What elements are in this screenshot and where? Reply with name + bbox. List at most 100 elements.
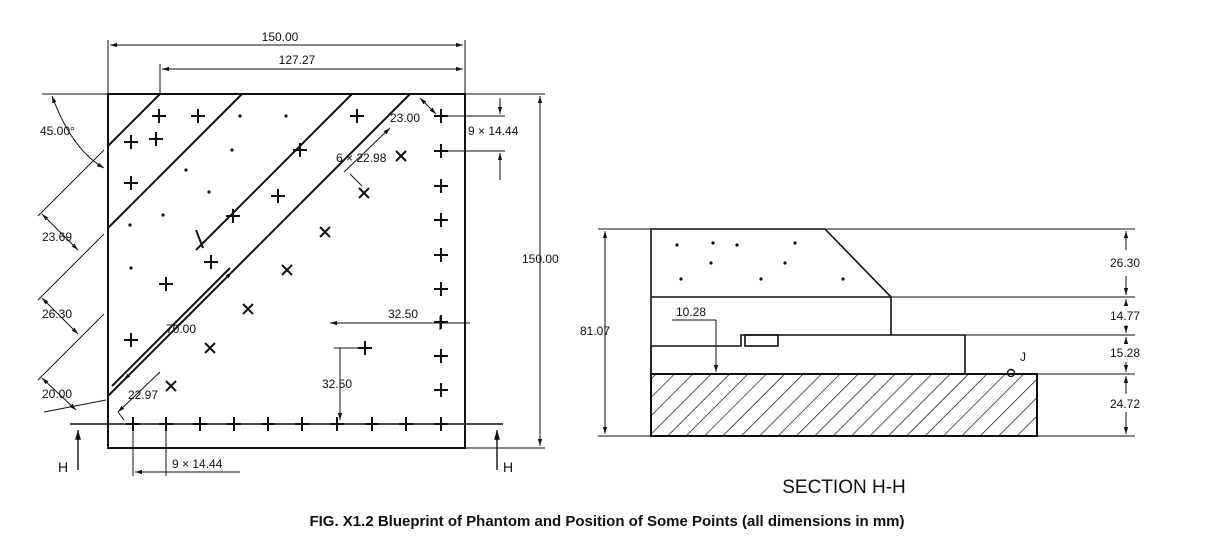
plus-marker	[191, 109, 205, 123]
plus-marker	[152, 109, 166, 123]
dot-marker	[675, 243, 679, 247]
plus-marker	[124, 333, 138, 347]
plus-marker	[124, 135, 138, 149]
dim-total-height: 81.07	[580, 228, 651, 437]
plus-marker	[261, 417, 275, 431]
dot-marker	[207, 190, 211, 194]
dim-label-angle: 45.00°	[40, 124, 75, 138]
dim-inset: 32.50 32.50	[322, 307, 470, 420]
section-title: SECTION H-H	[782, 477, 906, 498]
base-block	[650, 373, 1038, 437]
section-dot-markers	[675, 241, 845, 281]
plus-marker	[434, 383, 448, 397]
dot-marker	[184, 168, 188, 172]
dot-marker	[735, 243, 739, 247]
point-j-label: J	[1020, 350, 1026, 364]
plan-view: 150.00 127.27 150.00 9 × 14.44 45.00°	[37, 30, 559, 476]
cross-marker	[165, 380, 177, 392]
plus-marker	[434, 144, 448, 158]
dim-label-diagonal-offset: 127.27	[279, 53, 316, 67]
plus-marker	[159, 417, 173, 431]
plus-marker	[434, 248, 448, 262]
dot-marker	[129, 266, 133, 270]
dim-right-column-pitch: 9 × 14.44	[445, 98, 519, 180]
plus-marker	[293, 143, 307, 157]
plus-marker	[434, 349, 448, 363]
cross-marker	[281, 264, 293, 276]
dim-diag-spacing: 23.00 6 × 22.98	[336, 97, 437, 187]
dot-marker	[759, 277, 763, 281]
section-cut: H H	[58, 423, 513, 475]
dot-marker	[161, 213, 165, 217]
dot-marker	[793, 241, 797, 245]
plus-marker	[434, 179, 448, 193]
plus-marker	[434, 109, 448, 123]
cross-marker	[319, 226, 331, 238]
plus-marker	[434, 417, 448, 431]
plus-marker	[434, 282, 448, 296]
plus-marker	[295, 417, 309, 431]
dim-label-base: 24.72	[1110, 397, 1140, 411]
dim-label-inset-y: 32.50	[322, 377, 352, 391]
cross-marker	[395, 150, 407, 162]
section-marker-right: H	[503, 459, 513, 475]
dim-label-diag-spacing: 23.00	[390, 111, 420, 125]
dim-label-step-1: 26.30	[1110, 256, 1140, 270]
plus-marker	[193, 417, 207, 431]
dim-label-bottom-row-pitch: 9 × 14.44	[172, 457, 223, 471]
plus-marker	[159, 277, 173, 291]
dim-label-overall-height: 150.00	[522, 252, 559, 266]
dim-label-step-3: 15.28	[1110, 346, 1140, 360]
dim-right-steps: 26.30 14.77 15.28 24.72	[825, 228, 1140, 437]
plus-marker	[434, 315, 448, 329]
plus-marker	[124, 176, 138, 190]
plus-marker	[227, 417, 241, 431]
plus-marker	[330, 417, 344, 431]
dot-marker	[783, 261, 787, 265]
dot-marker	[128, 223, 132, 227]
dim-label-inset-x: 32.50	[388, 307, 418, 321]
dot-marker	[284, 114, 288, 118]
plus-marker	[358, 341, 372, 355]
plus-marker	[204, 255, 218, 269]
phantom-outline	[107, 93, 466, 449]
dim-diagonal-offset: 127.27	[159, 53, 463, 94]
plus-marker	[350, 109, 364, 123]
dim-label-inner-height: 10.28	[676, 305, 706, 319]
cross-marker	[204, 342, 216, 354]
plus-marker	[399, 417, 413, 431]
dot-marker	[238, 114, 242, 118]
dot-marker	[841, 277, 845, 281]
plus-marker	[271, 189, 285, 203]
plus-marker	[226, 209, 240, 223]
dim-bands: 23.69 26.30 20.00	[37, 149, 107, 413]
plus-marker	[365, 417, 379, 431]
section-marker-left: H	[58, 459, 68, 475]
dim-label-band-2: 26.30	[42, 307, 72, 321]
dim-label-overall-width: 150.00	[262, 30, 299, 44]
plus-marker	[149, 132, 163, 146]
dim-angle: 45.00°	[40, 93, 108, 169]
dim-label-total-height: 81.07	[580, 324, 610, 338]
dot-marker	[711, 241, 715, 245]
dim-overall-width: 150.00	[107, 30, 466, 94]
dot-marker	[679, 277, 683, 281]
dim-overall-height: 150.00	[465, 93, 559, 449]
dim-corner-offset: 22.97	[117, 371, 161, 421]
dim-label-inner-length: 70.00	[166, 322, 196, 336]
dim-bottom-row-pitch: 9 × 14.44	[132, 428, 240, 476]
dim-label-band-1: 23.69	[42, 230, 72, 244]
dim-label-diag-cross-pitch: 6 × 22.98	[336, 151, 387, 165]
dot-marker	[230, 148, 234, 152]
dim-label-corner-offset: 22.97	[128, 388, 158, 402]
dim-label-step-2: 14.77	[1110, 309, 1140, 323]
section-view: J 81.07 10.28	[580, 228, 1140, 498]
point-j-marker	[1006, 368, 1016, 378]
section-layers	[650, 228, 966, 374]
dim-label-right-column-pitch: 9 × 14.44	[468, 124, 519, 138]
dim-inner-height: 10.28	[672, 305, 719, 372]
cross-marker	[242, 303, 254, 315]
plan-point-markers	[124, 109, 448, 431]
dim-inner-length: 70.00	[123, 271, 233, 381]
